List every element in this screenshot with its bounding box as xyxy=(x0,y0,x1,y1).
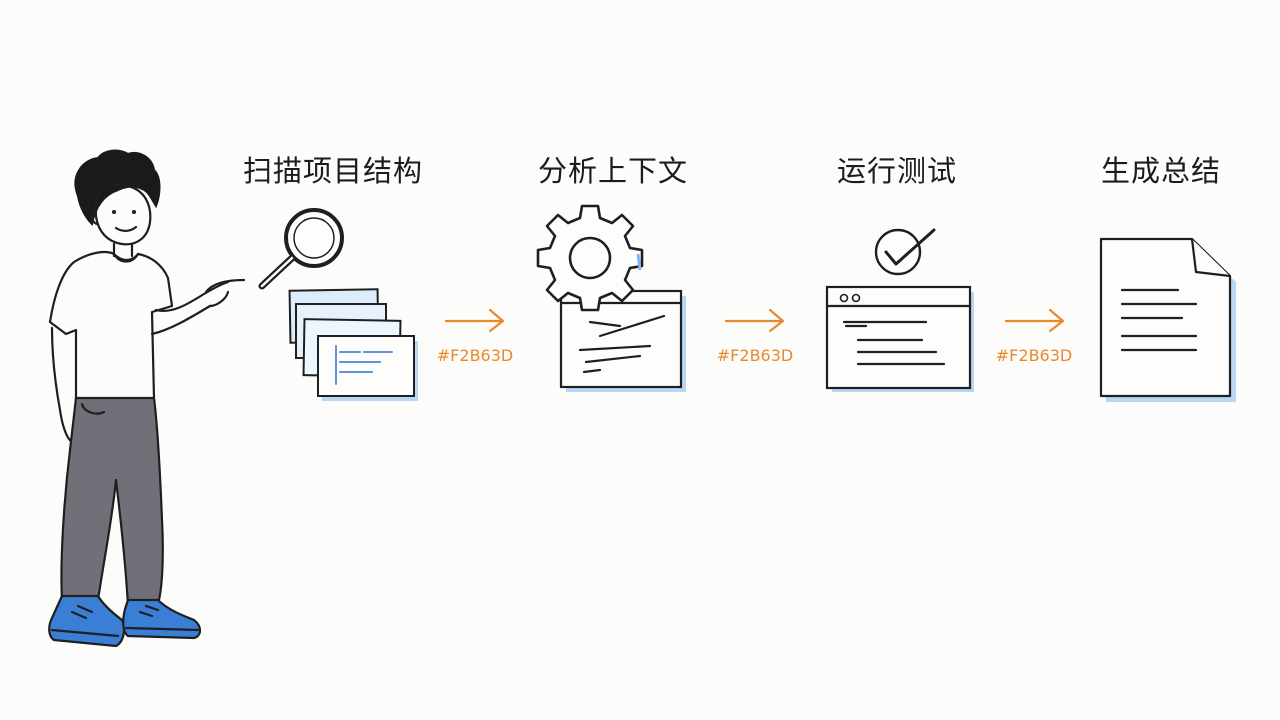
magnifier-documents-icon xyxy=(258,208,418,401)
check-window-icon xyxy=(825,228,974,392)
step-label-summary: 生成总结 xyxy=(1100,154,1222,188)
person-illustration xyxy=(48,149,246,648)
step-label-scan: 扫描项目结构 xyxy=(242,154,424,188)
step-label-analyze: 分析上下文 xyxy=(537,154,689,188)
connector-arrow-3 xyxy=(1004,308,1065,333)
gear-window-icon xyxy=(536,204,686,392)
connector-label-2: #F2B63D xyxy=(716,346,794,365)
connector-label-1: #F2B63D xyxy=(436,346,514,365)
connector-arrow-2 xyxy=(724,308,785,333)
document-icon xyxy=(1099,237,1236,402)
connector-arrow-1 xyxy=(444,308,505,333)
step-label-test: 运行测试 xyxy=(836,154,958,188)
connector-label-3: #F2B63D xyxy=(995,346,1073,365)
